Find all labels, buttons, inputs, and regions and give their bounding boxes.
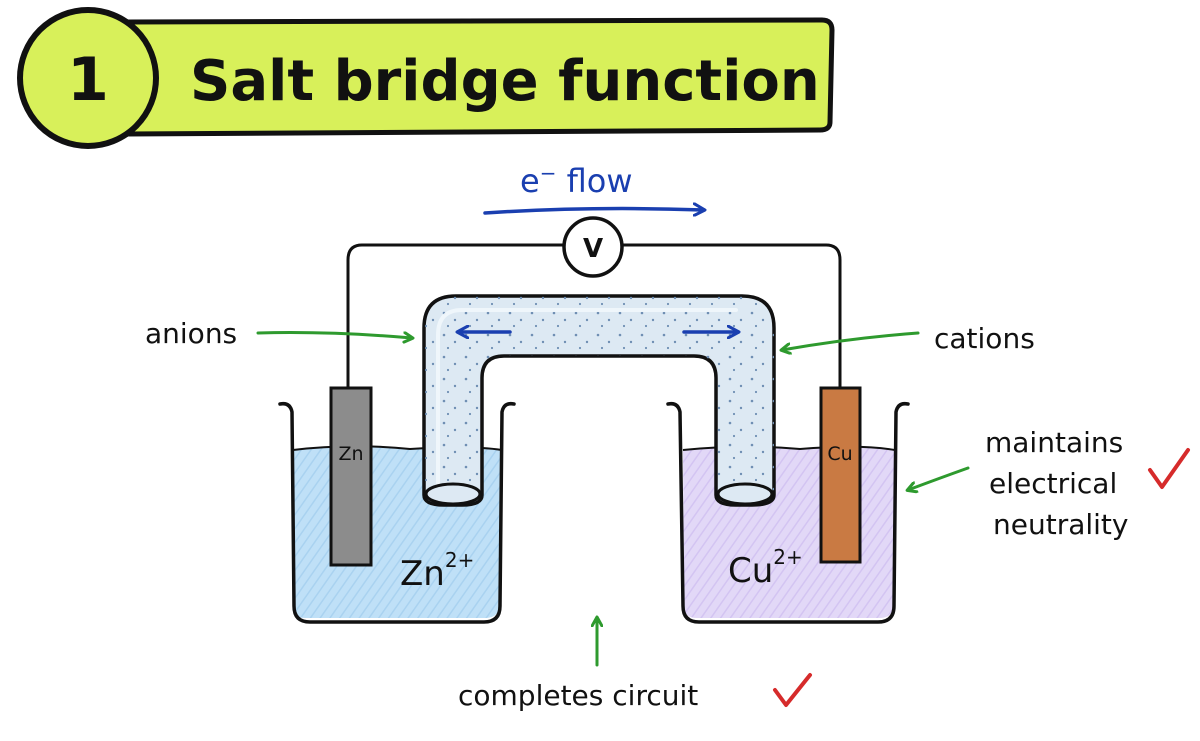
right-beaker-glass	[666, 401, 910, 624]
neutrality-arrow	[908, 466, 970, 490]
title-banner-bg	[117, 17, 835, 137]
left-beaker-glass	[278, 401, 516, 624]
salt-bridge	[422, 294, 776, 507]
salt-bridge-left-end	[424, 482, 482, 506]
check-mark-icon	[773, 673, 812, 707]
electron-flow-arrow	[483, 209, 704, 213]
title-number-badge	[17, 7, 159, 149]
copper-electrode-label: Cu	[827, 443, 852, 465]
check-mark-icon	[1148, 448, 1190, 489]
svg-text:neutrality: neutrality	[993, 508, 1128, 541]
copper-electrode: Cu	[819, 386, 862, 564]
zinc-ion-label: Zn2+	[400, 548, 474, 594]
zinc-electrode: Zn	[329, 386, 373, 567]
external-circuit: V	[346, 216, 842, 388]
wire-right	[623, 243, 842, 388]
title-number: 1	[67, 45, 109, 115]
title-banner: 1 Salt bridge function	[17, 7, 835, 149]
salt-bridge-right-end	[716, 482, 774, 506]
wire-left	[346, 243, 563, 388]
circuit-label: completes circuit	[458, 679, 698, 712]
zinc-electrode-label: Zn	[338, 443, 363, 465]
voltmeter-icon: V	[562, 216, 624, 278]
svg-text:V: V	[583, 234, 603, 264]
electron-flow-label: e− flow	[520, 161, 633, 200]
neutrality-label: maintains electrical neutrality	[985, 426, 1128, 541]
svg-text:electrical: electrical	[989, 467, 1117, 500]
anions-label: anions	[145, 317, 237, 350]
cations-arrow	[782, 331, 920, 350]
right-beaker	[666, 401, 910, 624]
page-title: Salt bridge function	[190, 49, 820, 114]
cations-label: cations	[934, 322, 1035, 355]
electron-flow: e− flow	[483, 161, 704, 213]
anions-arrow	[256, 331, 412, 338]
copper-ion-label: Cu2+	[728, 545, 803, 591]
svg-text:maintains: maintains	[985, 426, 1123, 459]
